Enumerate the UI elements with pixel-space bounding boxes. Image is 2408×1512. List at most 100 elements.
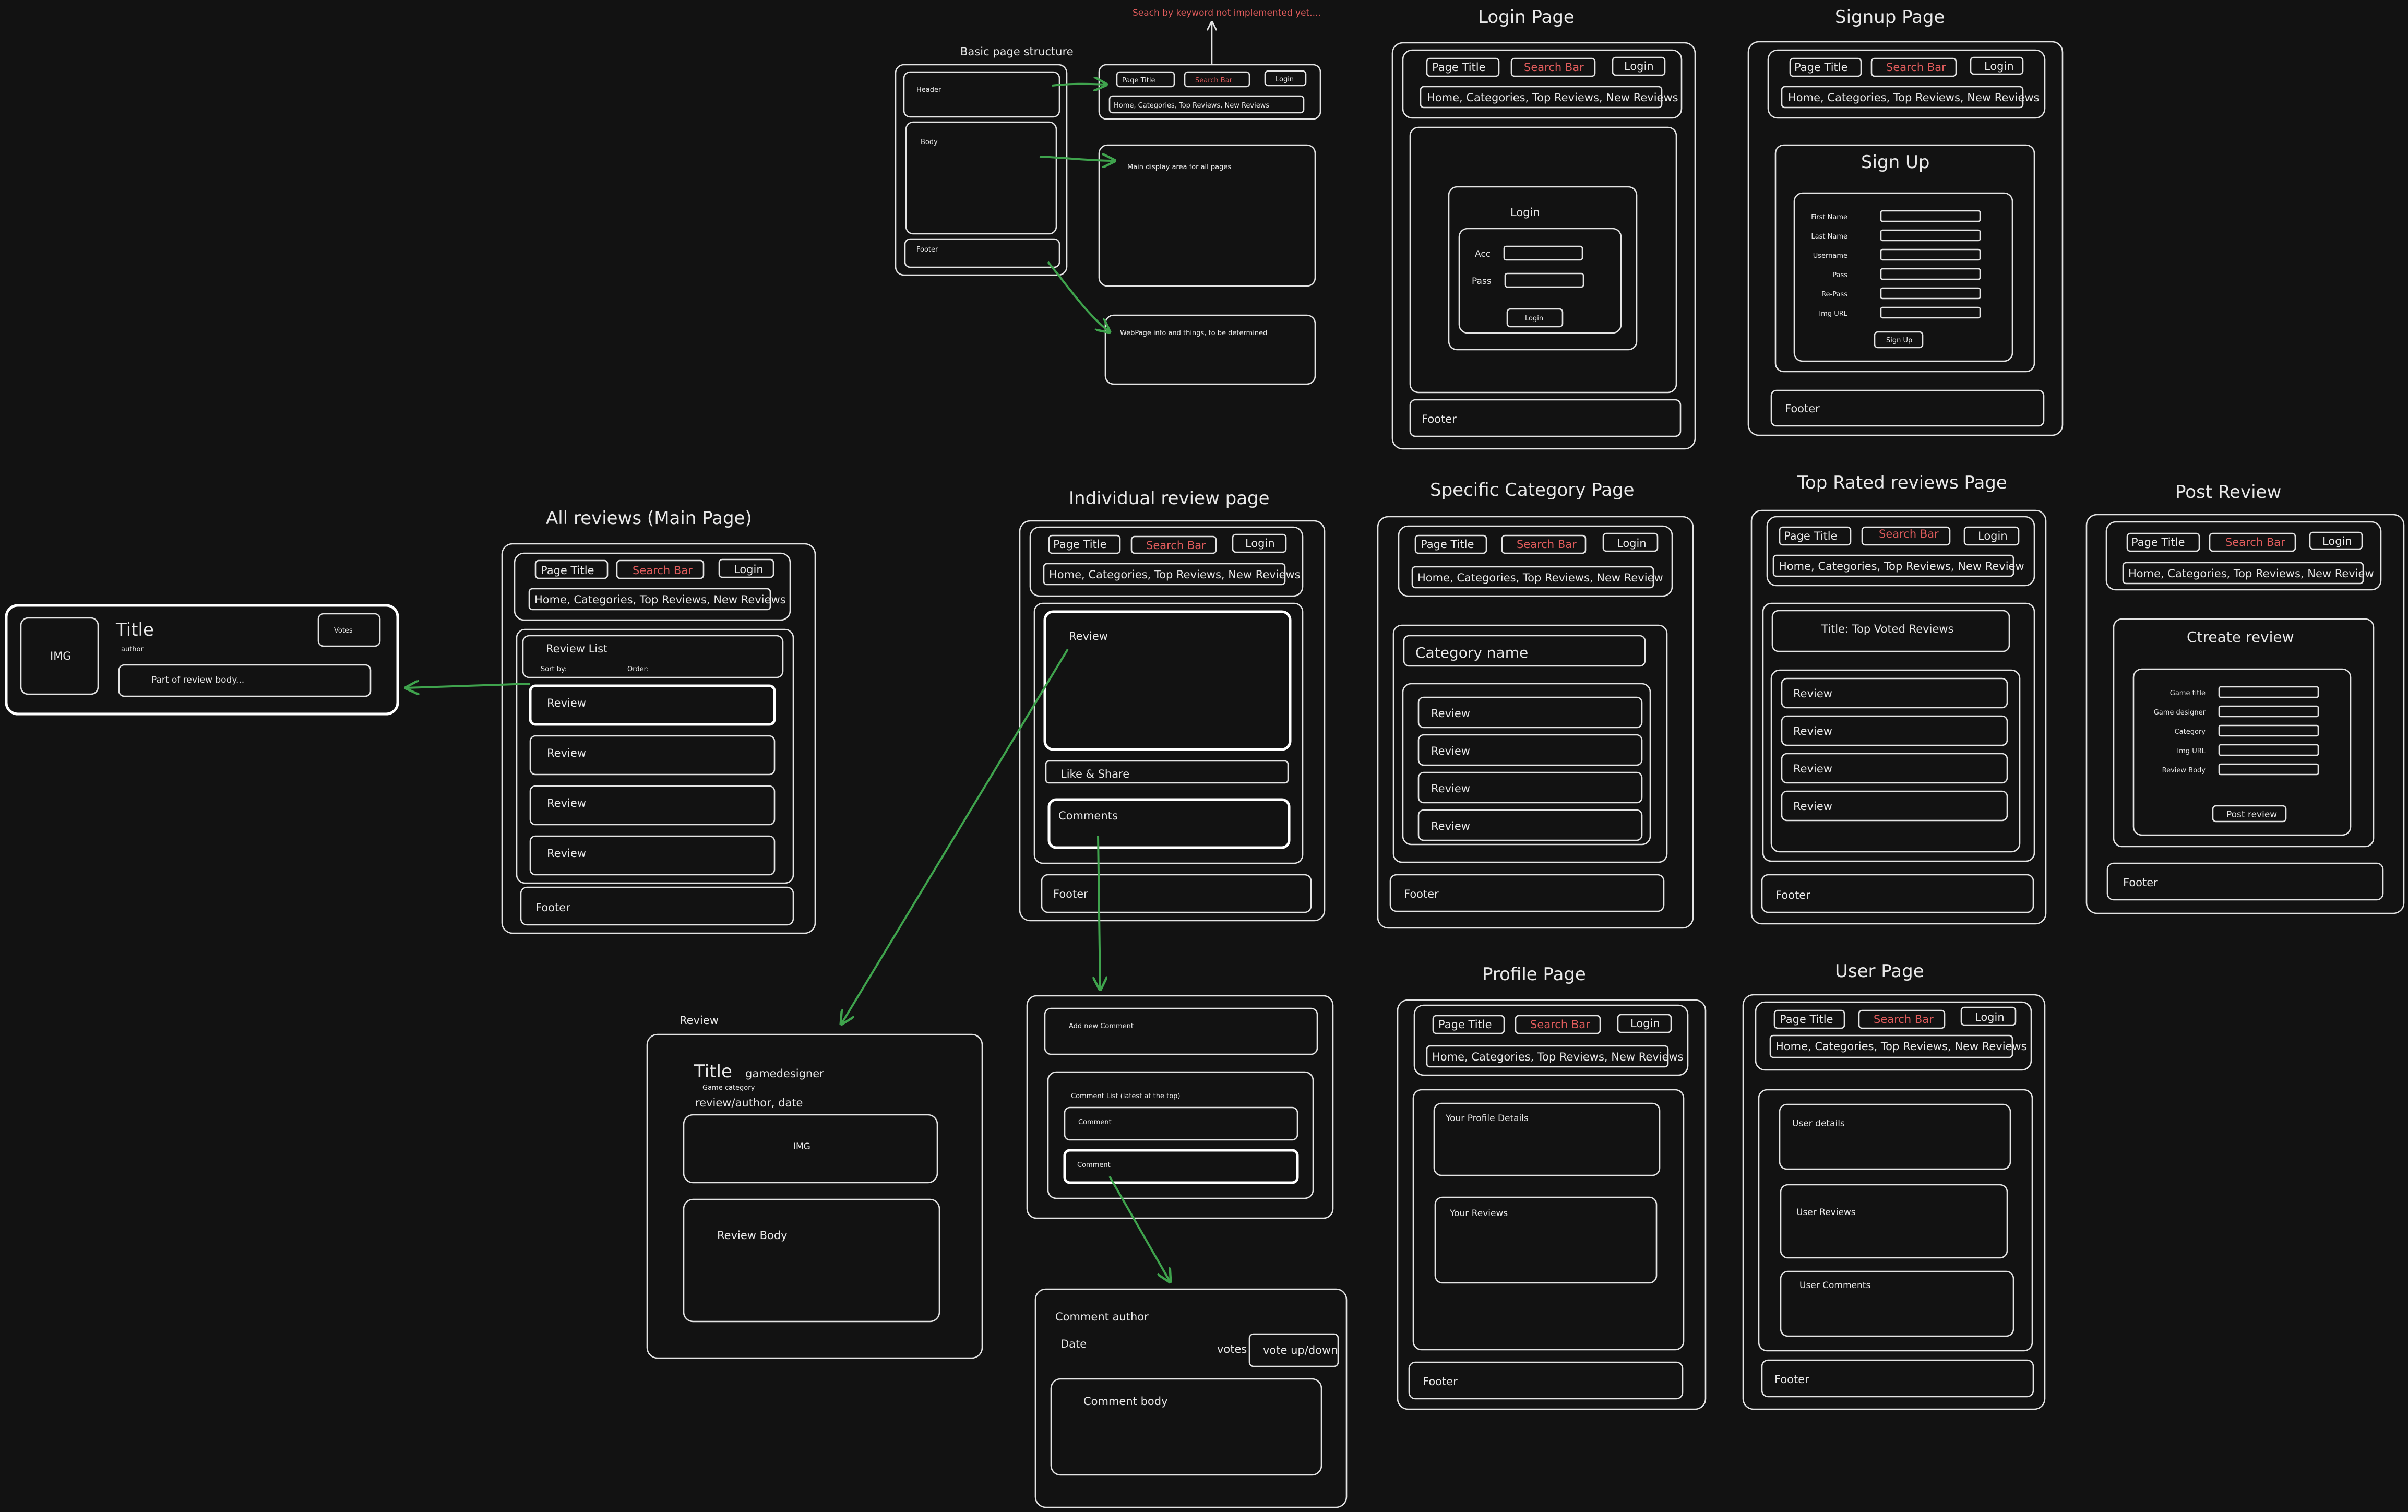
user-page-title: User Page (1835, 961, 1924, 982)
signup-submit-text: Sign Up (1886, 337, 1912, 344)
ar-search-text: Search Bar (633, 564, 693, 577)
profile-login-text: Login (1630, 1017, 1660, 1030)
post-field-label: Game title (2170, 689, 2206, 697)
top-review-item (1781, 790, 2008, 822)
user-login-box (1960, 1006, 2017, 1026)
ind-title-text: Page Title (1053, 538, 1107, 551)
profile-login-box (1617, 1014, 1672, 1033)
top-nav-box (1772, 554, 2014, 577)
post-field-input (2218, 705, 2319, 718)
signup-nav-text: Home, Categories, Top Reviews, New Revie… (1788, 91, 2040, 104)
profile-footer-text: Footer (1423, 1375, 1458, 1388)
login-page-title-text: Page Title (1432, 61, 1486, 74)
signup-field-label: Re-Pass (1821, 291, 1847, 299)
ar-nav-box (528, 588, 771, 611)
ind-review-box (1043, 610, 1292, 751)
post-field-input (2218, 744, 2319, 756)
comment-item (1064, 1106, 1298, 1141)
signup-page-frame (1747, 41, 2064, 436)
ar-footer-text: Footer (535, 901, 570, 914)
login-login-box (1612, 56, 1666, 76)
post-footer-text: Footer (2123, 876, 2158, 889)
category-frame (1377, 516, 1694, 929)
basic-header-box (903, 71, 1060, 118)
profile-search-box (1515, 1015, 1601, 1034)
basic-structure-title: Basic page structure (960, 45, 1074, 58)
ar-review-item (529, 735, 776, 776)
login-search-text: Search Bar (1524, 61, 1584, 74)
post-review-frame (2085, 514, 2405, 914)
user-body (1758, 1089, 2033, 1352)
user-title-box (1773, 1009, 1845, 1029)
review-detail-img-text: IMG (793, 1141, 810, 1152)
top-login-text: Login (1978, 530, 2008, 542)
user-header (1755, 1001, 2032, 1071)
ind-nav-box (1043, 563, 1286, 586)
comment-votes-label: votes (1217, 1343, 1247, 1355)
review-detail-img-box (683, 1114, 938, 1184)
review-card-img-text: IMG (50, 650, 71, 662)
cat-review-item (1417, 809, 1643, 841)
ind-login-box (1232, 533, 1287, 553)
arrow-to-review-detail (841, 648, 1069, 1024)
top-body (1762, 602, 2035, 862)
nav-label: Home, Categories, Top Reviews, New Revie… (1114, 102, 1269, 110)
signup-title-box (1789, 57, 1862, 77)
signup-field-input (1880, 210, 1981, 222)
post-login-box (2309, 531, 2363, 550)
arrow-body (1039, 157, 1115, 161)
comments-group: Add new Comment Comment List (latest at … (1026, 995, 1334, 1282)
post-search-box (2209, 532, 2296, 552)
login-page-title-box (1426, 57, 1500, 77)
profile-title-box (1432, 1015, 1505, 1034)
comment-body-text: Comment body (1083, 1395, 1168, 1408)
profile-page-group: Profile Page Page Title Search Bar Login… (1397, 964, 1707, 1410)
top-review-item-text: Review (1793, 687, 1832, 700)
main-display-label: Main display area for all pages (1127, 163, 1231, 171)
comment-item-text: Comment (1078, 1118, 1112, 1126)
user-comments-box (1780, 1270, 2014, 1337)
comments-add-box (1044, 1007, 1318, 1055)
signup-field-label: Img URL (1819, 310, 1847, 318)
ar-sort-label: Sort by: (541, 665, 567, 673)
top-review-item (1781, 715, 2008, 746)
comment-item-highlight (1063, 1149, 1299, 1184)
review-detail-category: Game category (702, 1084, 755, 1092)
signup-body (1774, 144, 2035, 373)
nav-box (1108, 95, 1305, 114)
ar-search-box (616, 559, 705, 579)
top-footer (1761, 874, 2034, 913)
ar-nav-text: Home, Categories, Top Reviews, New Revie… (534, 593, 786, 606)
post-field-label: Category (2175, 728, 2206, 736)
cat-login-box (1602, 532, 1659, 552)
ar-review-item (529, 684, 776, 726)
signup-search-text: Search Bar (1886, 61, 1946, 74)
ind-search-box (1130, 535, 1217, 554)
individual-title: Individual review page (1069, 488, 1270, 509)
user-details-box (1779, 1103, 2011, 1170)
signup-title-text: Page Title (1794, 61, 1848, 74)
top-title-box (1779, 526, 1852, 546)
cat-nav-box (1411, 566, 1654, 589)
signup-page-group: Signup Page Page Title Search Bar Login … (1747, 7, 2064, 436)
ind-review-text: Review (1069, 630, 1108, 642)
ind-comments-box (1047, 798, 1291, 849)
profile-reviews-box (1434, 1196, 1658, 1284)
profile-footer (1408, 1361, 1684, 1400)
cat-title-text: Page Title (1421, 538, 1474, 551)
post-field-input (2218, 686, 2319, 698)
arrow-to-comment-section (1098, 836, 1100, 990)
top-heading-text: Title: Top Voted Reviews (1821, 623, 1953, 635)
ind-comments-text: Comments (1058, 809, 1118, 822)
profile-reviews-text: Your Reviews (1449, 1208, 1508, 1219)
individual-group: Individual review page Page Title Search… (841, 488, 1326, 1024)
cat-search-box (1501, 534, 1587, 554)
login-page-frame (1391, 42, 1696, 450)
login-form-outer (1448, 186, 1638, 351)
comment-author: Comment author (1055, 1311, 1149, 1323)
cat-name-text: Category name (1415, 644, 1528, 661)
review-card-votes-box (317, 613, 381, 647)
login-footer (1409, 399, 1682, 437)
ar-title-text: Page Title (541, 564, 594, 577)
